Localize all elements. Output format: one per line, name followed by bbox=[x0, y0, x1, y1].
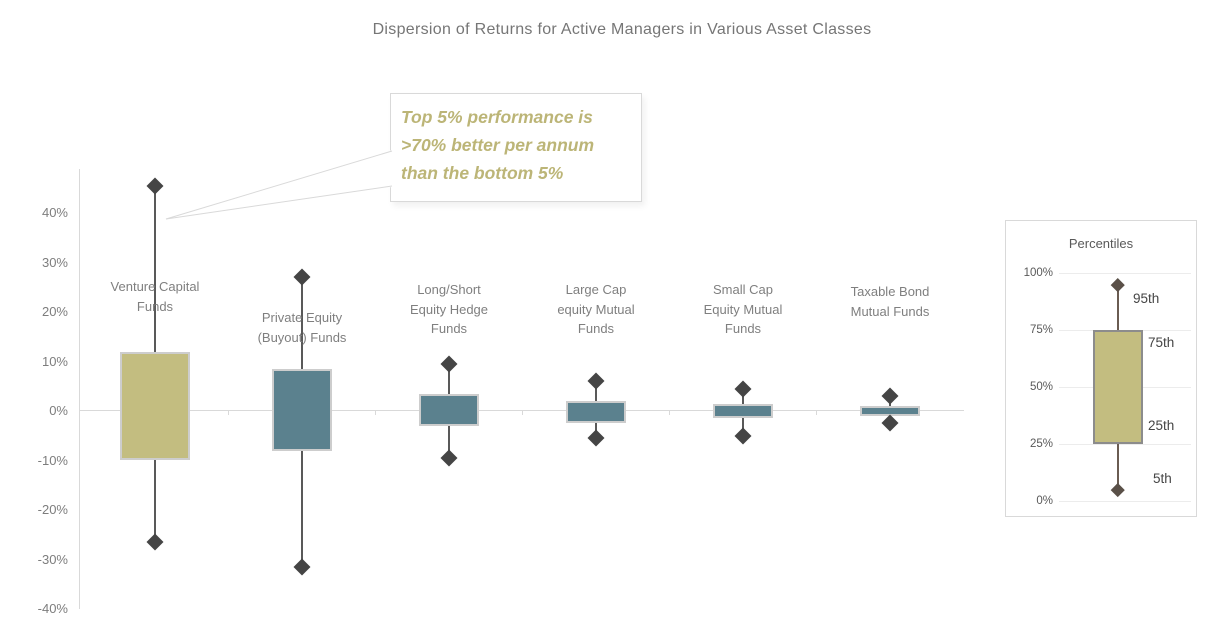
y-axis-tick-label: 0% bbox=[49, 403, 68, 418]
legend-panel: Percentiles 100% 75% 50% 25% 0% 95th 75th 25th 5… bbox=[1005, 220, 1197, 517]
p95-diamond-marker bbox=[440, 355, 458, 373]
iqr-box bbox=[713, 403, 773, 419]
y-axis-tick-label: -40% bbox=[37, 601, 68, 616]
callout-text-line: Top 5% performance is bbox=[401, 107, 593, 127]
legend-axis-tick-label: 0% bbox=[1036, 495, 1053, 507]
category-label-line: Large Cap bbox=[565, 282, 627, 297]
p95-diamond-marker bbox=[146, 177, 164, 195]
legend-gridline bbox=[1059, 444, 1191, 445]
category-label-line: (Buyout) Funds bbox=[257, 329, 347, 345]
legend-marker-label: 95th bbox=[1133, 291, 1160, 307]
iqr-box bbox=[272, 368, 332, 451]
p95-diamond-marker bbox=[881, 387, 899, 405]
p95-diamond-marker bbox=[734, 380, 752, 398]
legend-iqr-box bbox=[1093, 330, 1143, 444]
p5-diamond-marker bbox=[881, 414, 899, 432]
y-axis-tick-label: 20% bbox=[41, 304, 68, 319]
category-label-line: Funds bbox=[577, 321, 615, 336]
p5-diamond-marker bbox=[734, 427, 752, 445]
legend-marker-label: 75th bbox=[1148, 335, 1175, 350]
iqr-box bbox=[566, 401, 626, 424]
chart-title: Dispersion of Returns for Active Manager… bbox=[372, 21, 872, 38]
iqr-box bbox=[419, 393, 479, 426]
category-label-line: Equity Mutual bbox=[703, 301, 783, 317]
category-boundary-tick bbox=[522, 411, 523, 415]
y-axis-line bbox=[79, 169, 80, 609]
category-boundary-tick bbox=[816, 411, 817, 415]
p95-diamond-marker bbox=[293, 268, 311, 286]
p5-diamond-marker bbox=[440, 449, 458, 467]
legend-axis-tick-label: 75% bbox=[1029, 324, 1053, 336]
y-axis-tick-label: -10% bbox=[37, 452, 68, 468]
p95-diamond-marker bbox=[587, 372, 605, 390]
category-label-line: Taxable Bond bbox=[850, 284, 930, 299]
category-label-line: Equity Hedge bbox=[409, 301, 489, 317]
legend-gridline bbox=[1059, 273, 1191, 274]
legend-axis-tick-label: 25% bbox=[1029, 438, 1053, 450]
category-label-line: equity Mutual bbox=[557, 301, 635, 317]
callout-box: Top 5% performance is >70% better per an… bbox=[390, 93, 642, 202]
category-label-line: Funds bbox=[136, 298, 174, 314]
legend-gridline bbox=[1059, 501, 1191, 502]
legend-diamond-marker bbox=[1111, 277, 1125, 292]
category-label-line: Long/Short bbox=[417, 282, 481, 297]
callout-text: Top 5% performance is >70% better per an… bbox=[401, 103, 636, 187]
callout-text-line: than the bottom 5% bbox=[401, 163, 564, 183]
y-axis-tick-label: -20% bbox=[37, 502, 68, 517]
category-boundary-tick bbox=[375, 411, 376, 415]
legend-title: Percentiles bbox=[1068, 236, 1134, 251]
y-axis-tick-label: 40% bbox=[41, 205, 68, 220]
y-axis-tick-label: 30% bbox=[41, 254, 68, 270]
legend-marker-label: 5th bbox=[1153, 470, 1172, 486]
category-label-line: Private Equity bbox=[261, 310, 343, 325]
category-label-line: Venture Capital bbox=[110, 279, 200, 294]
category-label: Private Equity (Buyout) Funds bbox=[222, 308, 382, 347]
p5-diamond-marker bbox=[293, 558, 311, 576]
p5-diamond-marker bbox=[587, 429, 605, 447]
category-boundary-tick bbox=[669, 411, 670, 415]
legend-diamond-marker bbox=[1111, 482, 1125, 497]
category-label-line: Funds bbox=[724, 321, 762, 336]
category-label-line: Small Cap bbox=[713, 282, 773, 297]
p5-diamond-marker bbox=[146, 533, 164, 551]
legend-marker-label: 25th bbox=[1148, 418, 1175, 433]
category-label-line: Mutual Funds bbox=[850, 303, 930, 319]
y-axis-tick-label: 10% bbox=[41, 353, 68, 369]
legend-axis-tick-label: 50% bbox=[1029, 381, 1053, 393]
iqr-box bbox=[120, 351, 190, 461]
legend-axis-tick-label: 100% bbox=[1023, 267, 1053, 279]
category-boundary-tick bbox=[228, 411, 229, 415]
callout-text-line: >70% better per annum bbox=[401, 135, 595, 155]
zero-gridline bbox=[79, 410, 964, 411]
y-axis-tick-label: -30% bbox=[37, 551, 68, 567]
category-label-line: Funds bbox=[430, 321, 468, 336]
